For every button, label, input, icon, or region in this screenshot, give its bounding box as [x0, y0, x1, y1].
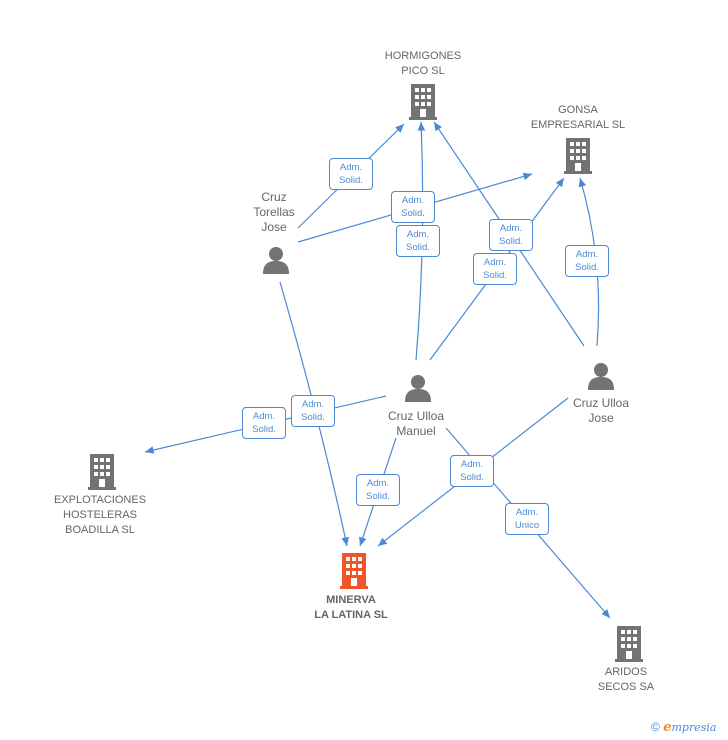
- role-badge[interactable]: Adm. Solid.: [329, 158, 373, 190]
- hormigones-building-icon: [409, 84, 437, 120]
- aridos-building-icon: [615, 626, 643, 662]
- minerva-building-icon: [340, 553, 368, 589]
- node-label-explotaciones[interactable]: EXPLOTACIONES HOSTELERAS BOADILLA SL: [53, 494, 147, 536]
- empresia-logo: empresia: [663, 720, 717, 735]
- role-badge[interactable]: Adm. Solid.: [242, 407, 286, 439]
- role-badge[interactable]: Adm. Solid.: [291, 395, 335, 427]
- node-label-minerva[interactable]: MINERVA LA LATINA SL: [314, 594, 388, 621]
- node-label-cruz-torellas[interactable]: Cruz Torellas Jose: [253, 190, 295, 234]
- node-label-cruz-ulloa-jose[interactable]: Cruz Ulloa Jose: [572, 396, 629, 425]
- torellas-person-icon: [263, 247, 289, 274]
- role-badge[interactable]: Adm. Solid.: [396, 225, 440, 257]
- node-label-hormigones[interactable]: HORMIGONES PICO SL: [384, 50, 462, 77]
- role-badge[interactable]: Adm. Solid.: [489, 219, 533, 251]
- role-badge[interactable]: Adm. Solid.: [565, 245, 609, 277]
- manuel-person-icon: [405, 375, 431, 402]
- node-label-gonsa[interactable]: GONSA EMPRESARIAL SL: [530, 104, 626, 131]
- role-badge[interactable]: Adm. Unico: [505, 503, 549, 535]
- node-label-cruz-ulloa-manuel[interactable]: Cruz Ulloa Manuel: [387, 409, 444, 438]
- role-badge[interactable]: Adm. Solid.: [450, 455, 494, 487]
- jose-person-icon: [588, 363, 614, 390]
- role-badge[interactable]: Adm. Solid.: [391, 191, 435, 223]
- node-label-aridos[interactable]: ARIDOS SECOS SA: [597, 666, 655, 693]
- copyright-icon: ©: [651, 720, 660, 734]
- gonsa-building-icon: [564, 138, 592, 174]
- role-badge[interactable]: Adm. Solid.: [473, 253, 517, 285]
- role-badge[interactable]: Adm. Solid.: [356, 474, 400, 506]
- footer-brand[interactable]: © empresia: [651, 720, 716, 735]
- explotaciones-building-icon: [88, 454, 116, 490]
